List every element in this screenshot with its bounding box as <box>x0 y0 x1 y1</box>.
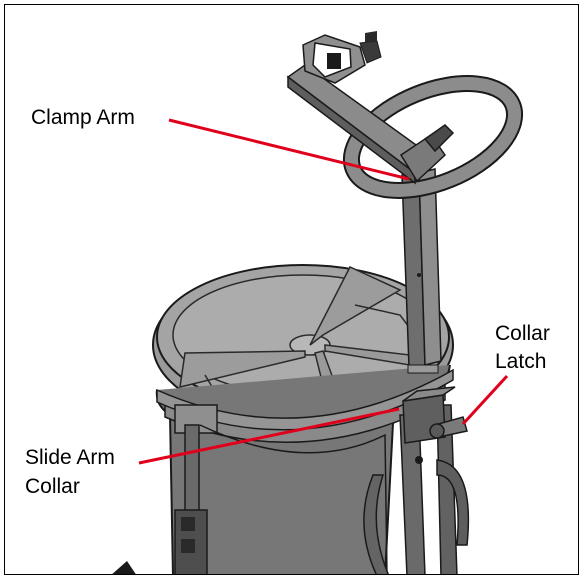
clamp-arm-label: Clamp Arm <box>31 106 135 129</box>
cart-frame <box>112 404 470 574</box>
equipment-illustration <box>112 31 524 574</box>
slide-arm-collar-label-line2: Collar <box>25 475 80 498</box>
leader-lines <box>138 118 509 465</box>
slide-arm-part <box>401 168 442 374</box>
collar-latch-label-line2: Latch <box>495 350 547 373</box>
slide-arm-collar-leader <box>138 407 400 465</box>
diagram-frame: Clamp Arm Collar Latch Slide Arm Collar <box>4 4 579 575</box>
clamp-arm-part <box>286 31 455 185</box>
collar-latch-label-line1: Collar <box>495 322 550 345</box>
collar-latch-leader <box>461 374 509 426</box>
slide-arm-collar-label-line1: Slide Arm <box>25 446 115 469</box>
ring-handle <box>342 75 524 199</box>
clamp-arm-leader <box>168 118 410 181</box>
collar-latch-part <box>429 416 468 439</box>
